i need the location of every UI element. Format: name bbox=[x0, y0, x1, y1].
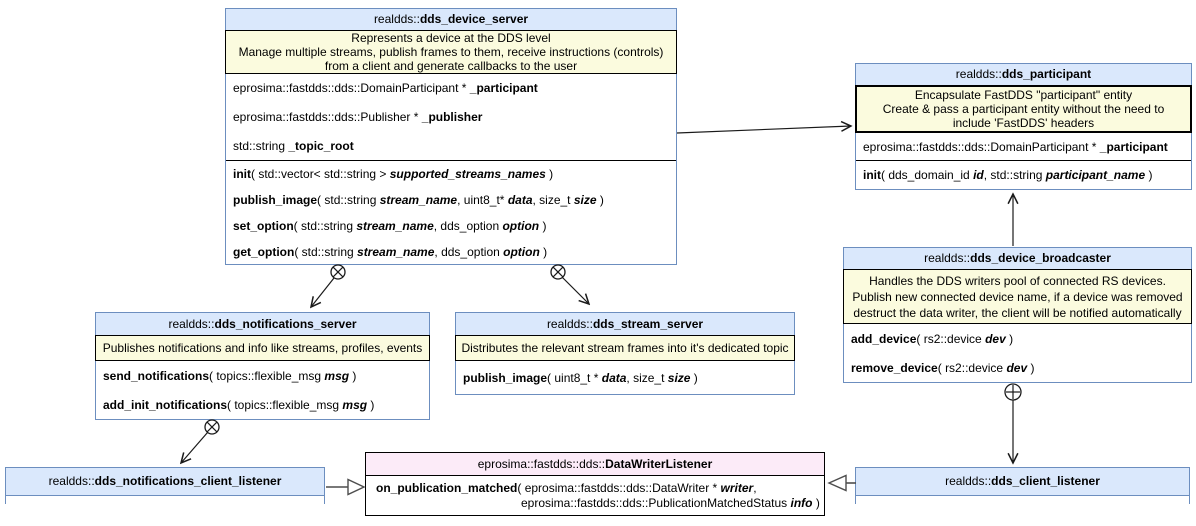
note-line: Represents a device at the DDS level bbox=[351, 31, 551, 45]
methods-section: init( std::vector< std::string > support… bbox=[226, 160, 676, 265]
class-box-data-writer-listener[interactable]: eprosima::fastdds::dds::DataWriterListen… bbox=[365, 452, 825, 516]
class-box-dds-device-broadcaster[interactable]: realdds::dds_device_broadcaster Handles … bbox=[843, 247, 1192, 383]
hollow-triangle-icon bbox=[347, 478, 366, 496]
method: remove_device( rs2::device dev ) bbox=[851, 360, 1035, 375]
methods-section: on_publication_matched( eprosima::fastdd… bbox=[366, 476, 824, 516]
note-line: from a client and generate callbacks to … bbox=[324, 59, 578, 73]
class-note: Represents a device at the DDS level Man… bbox=[225, 30, 677, 74]
circle-plus-icon bbox=[1004, 383, 1022, 401]
note-line: Create & pass a participant entity witho… bbox=[882, 102, 1165, 116]
class-title: realdds::dds_participant bbox=[856, 64, 1191, 85]
circle-cross-icon bbox=[330, 264, 346, 280]
note-line: Manage multiple streams, publish frames … bbox=[238, 45, 664, 59]
attribute: eprosima::fastdds::dds::DomainParticipan… bbox=[233, 81, 538, 96]
note-line: destruct the data writer, the client wil… bbox=[853, 305, 1182, 320]
method: init( dds_domain_id id, std::string part… bbox=[863, 168, 1153, 182]
class-title: realdds::dds_device_server bbox=[226, 9, 676, 30]
class-note: Distributes the relevant stream frames i… bbox=[455, 335, 795, 361]
method: add_init_notifications( topics::flexible… bbox=[103, 397, 375, 412]
class-note: Handles the DDS writers pool of connecte… bbox=[843, 269, 1192, 324]
method: publish_image( uint8_t * data, size_t si… bbox=[463, 370, 698, 385]
class-title: eprosima::fastdds::dds::DataWriterListen… bbox=[366, 453, 824, 476]
note-line: Publishes notifications and info like st… bbox=[102, 341, 423, 355]
class-box-dds-participant[interactable]: realdds::dds_participant Encapsulate Fas… bbox=[855, 63, 1192, 190]
empty-section bbox=[6, 495, 324, 504]
methods-section: init( dds_domain_id id, std::string part… bbox=[856, 160, 1191, 189]
association-device-server-to-participant bbox=[676, 126, 851, 134]
class-title: realdds::dds_client_listener bbox=[856, 468, 1189, 495]
hollow-triangle-icon bbox=[827, 474, 847, 492]
class-box-dds-client-listener[interactable]: realdds::dds_client_listener bbox=[855, 467, 1190, 504]
note-line: Distributes the relevant stream frames i… bbox=[461, 341, 789, 355]
class-note: Publishes notifications and info like st… bbox=[95, 335, 430, 361]
method: send_notifications( topics::flexible_msg… bbox=[103, 368, 357, 383]
note-line: Encapsulate FastDDS "participant" entity bbox=[914, 88, 1133, 102]
class-box-dds-notifications-server[interactable]: realdds::dds_notifications_server Publis… bbox=[95, 312, 430, 420]
method: init( std::vector< std::string > support… bbox=[233, 167, 554, 181]
methods-section: send_notifications( topics::flexible_msg… bbox=[96, 361, 429, 419]
circle-cross-icon bbox=[204, 419, 220, 435]
class-title: realdds::dds_stream_server bbox=[456, 313, 794, 335]
class-box-dds-stream-server[interactable]: realdds::dds_stream_server Distributes t… bbox=[455, 312, 795, 395]
methods-section: publish_image( uint8_t * data, size_t si… bbox=[456, 361, 794, 394]
note-line: Publish new connected device name, if a … bbox=[852, 289, 1183, 304]
method: publish_image( std::string stream_name, … bbox=[233, 193, 604, 207]
note-line: include 'FastDDS' headers bbox=[952, 116, 1095, 130]
attributes-section: eprosima::fastdds::dds::DomainParticipan… bbox=[856, 133, 1191, 160]
class-title: realdds::dds_notifications_server bbox=[96, 313, 429, 335]
note-line: Handles the DDS writers pool of connecte… bbox=[869, 273, 1166, 288]
attribute: eprosima::fastdds::dds::Publisher * _pub… bbox=[233, 109, 483, 124]
attribute: eprosima::fastdds::dds::DomainParticipan… bbox=[863, 139, 1168, 154]
containment-device-server-to-notifications-server bbox=[311, 277, 335, 307]
containment-device-server-to-stream-server bbox=[562, 277, 590, 305]
method: set_option( std::string stream_name, dds… bbox=[233, 219, 547, 233]
method: add_device( rs2::device dev ) bbox=[851, 331, 1014, 346]
methods-section: add_device( rs2::device dev ) remove_dev… bbox=[844, 324, 1191, 382]
attributes-section: eprosima::fastdds::dds::DomainParticipan… bbox=[226, 74, 676, 160]
class-title: realdds::dds_device_broadcaster bbox=[844, 248, 1191, 269]
class-box-dds-notifications-client-listener[interactable]: realdds::dds_notifications_client_listen… bbox=[5, 467, 325, 504]
method: on_publication_matched( eprosima::fastdd… bbox=[376, 481, 757, 495]
empty-section bbox=[856, 495, 1189, 504]
class-title: realdds::dds_notifications_client_listen… bbox=[6, 468, 324, 495]
class-box-dds-device-server[interactable]: realdds::dds_device_server Represents a … bbox=[225, 8, 677, 265]
method: get_option( std::string stream_name, dds… bbox=[233, 245, 548, 259]
attribute: std::string _topic_root bbox=[233, 138, 354, 153]
class-note: Encapsulate FastDDS "participant" entity… bbox=[855, 85, 1192, 133]
containment-notifications-server-to-client-listener bbox=[181, 432, 208, 464]
method: eprosima::fastdds::dds::PublicationMatch… bbox=[521, 496, 820, 510]
circle-cross-icon bbox=[550, 264, 566, 280]
